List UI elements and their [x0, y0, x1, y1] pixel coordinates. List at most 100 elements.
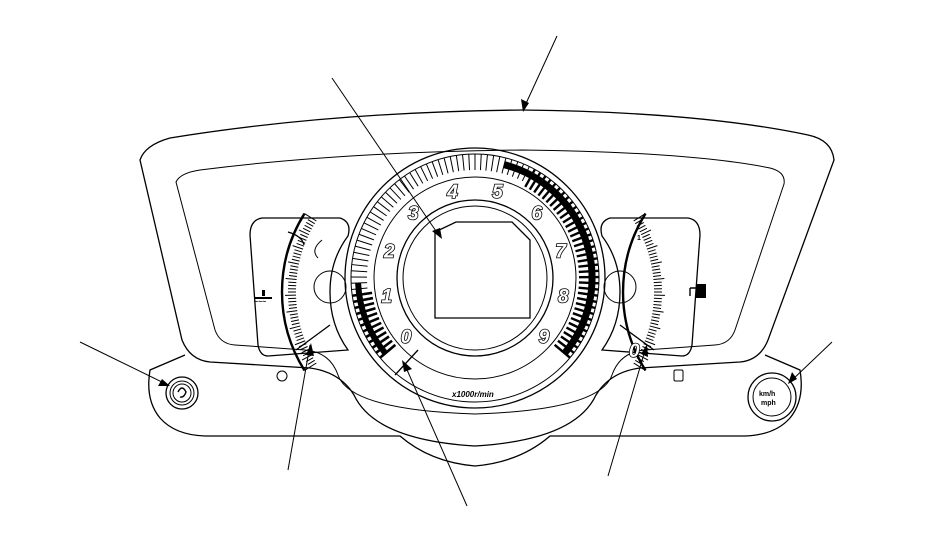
tachometer-tick	[353, 251, 370, 257]
left-button[interactable]	[165, 376, 199, 410]
gauge-tick	[300, 346, 308, 351]
tachometer-tick	[369, 211, 384, 221]
tachometer-tick	[354, 301, 375, 310]
tachometer-tick	[479, 154, 482, 171]
gauge-tick	[292, 245, 304, 250]
leader-temperature	[287, 343, 314, 471]
gauge-tick	[653, 300, 662, 303]
gauge-tick	[652, 268, 661, 271]
gauge-tick	[290, 265, 299, 268]
gauge-tick	[301, 348, 310, 354]
svg-text:~~~: ~~~	[254, 299, 266, 306]
gauge-tick	[653, 281, 662, 284]
gauge-tick	[651, 265, 660, 268]
gauge-tick	[650, 258, 659, 262]
tachometer-numeral: 4	[446, 182, 458, 203]
gauge-tick	[288, 281, 297, 284]
tachometer-numeral: 8	[558, 286, 569, 307]
gauge-tick	[288, 261, 300, 265]
gauge-tick	[652, 310, 664, 313]
tachometer-tick	[357, 311, 378, 322]
unit-toggle-button[interactable]: km/h mph	[747, 372, 797, 422]
gauge-tick	[650, 319, 660, 323]
gauge-tick	[291, 258, 300, 262]
tachometer-tick	[404, 175, 414, 190]
gauge-tick	[290, 319, 300, 323]
gauge-tick	[646, 334, 655, 338]
tachometer-tick	[431, 161, 439, 177]
gauge-tick	[638, 224, 646, 230]
tachometer-tick	[365, 326, 385, 339]
gauge-tick	[293, 252, 302, 256]
gauge-tick	[289, 313, 298, 316]
tachometer-tick	[376, 201, 391, 212]
tachometer-unit-label: x1000r/min	[451, 390, 494, 399]
tachometer-numeral: 6	[531, 204, 542, 225]
gauge-tick	[288, 303, 297, 306]
gauge-tick	[304, 213, 317, 222]
tachometer-tick	[409, 172, 419, 187]
housing-outline	[139, 109, 835, 447]
tachometer-tick	[443, 157, 449, 174]
gauge-tick	[642, 233, 650, 238]
gauge-tick	[295, 334, 304, 338]
gauge-tick	[645, 337, 654, 342]
gauge-tick	[652, 271, 661, 274]
leader-housing	[521, 35, 558, 112]
gauge-tick	[649, 325, 661, 330]
temperature-icon: ~~~	[254, 290, 272, 306]
gauge-tick	[648, 328, 657, 332]
tachometer-tick	[352, 257, 369, 262]
gauge-tick	[289, 325, 301, 330]
tachometer-tick	[373, 206, 387, 217]
gauge-tick	[645, 242, 654, 247]
gauge-tick	[289, 268, 298, 271]
leader-lines	[79, 35, 833, 507]
gauge-tick	[296, 337, 305, 342]
gauge-tick	[293, 328, 302, 332]
gauge-tick	[304, 362, 317, 371]
lcd-display	[434, 221, 531, 319]
tachometer-tick	[363, 222, 379, 231]
clock-icon	[177, 387, 187, 398]
gauge-tick	[653, 307, 662, 309]
tachometer-tick	[361, 227, 377, 236]
gauge-tick	[650, 322, 659, 326]
gauge-tick	[301, 354, 312, 361]
tachometer-numeral: 1	[381, 286, 392, 307]
gauge-tick	[644, 340, 656, 346]
tachometer-tick	[420, 166, 429, 182]
tachometer-tick	[389, 187, 402, 200]
tachometer-numeral: 3	[408, 204, 419, 225]
tachometer-tick	[362, 321, 382, 333]
gauge-tick	[640, 229, 652, 236]
fuel-empty-label: 0	[629, 341, 640, 362]
tachometer-tick	[394, 183, 406, 197]
tachometer-tick	[351, 264, 368, 267]
gauge-tick	[643, 236, 652, 241]
tachometer-tick	[375, 339, 393, 354]
tachometer-tick	[462, 154, 465, 171]
tachometer-tick	[355, 306, 376, 316]
gauge-tick	[653, 303, 662, 306]
unit-toggle-label-kmh: km/h	[759, 391, 775, 398]
fuel-full-label: 1	[637, 235, 641, 242]
gauge-tick	[304, 224, 312, 230]
tachometer-tick	[360, 316, 380, 327]
gauge-tick	[288, 307, 297, 309]
gauge-tick	[298, 229, 310, 236]
tachometer-redzone	[503, 161, 596, 356]
tachometer-tick	[399, 179, 410, 193]
tachometer-tick	[437, 159, 444, 176]
tachometer-ticks	[350, 154, 600, 359]
gauge-tick	[651, 316, 660, 319]
gauge-tick	[300, 233, 308, 238]
tachometer-tick	[380, 196, 394, 208]
tachometer-numeral: 2	[383, 242, 395, 263]
gauge-tick	[292, 255, 301, 259]
tachometer-numeral: 5	[492, 182, 503, 203]
tachometer-tick	[356, 239, 373, 246]
tachometer-tick	[358, 233, 375, 241]
gauge-tick	[305, 221, 314, 227]
